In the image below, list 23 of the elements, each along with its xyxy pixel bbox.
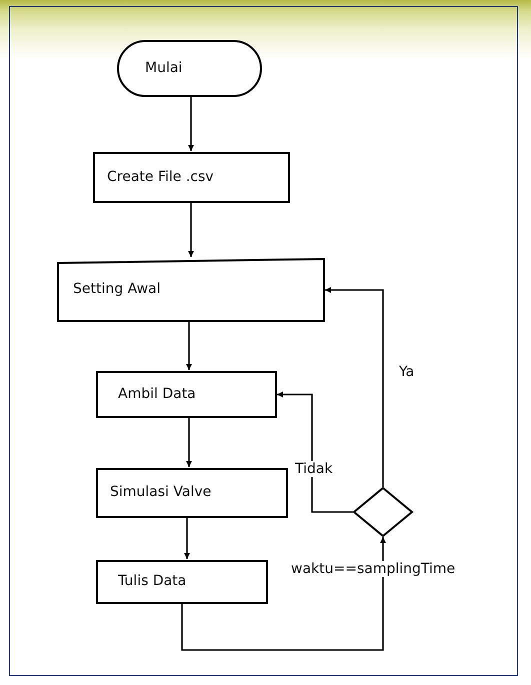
start-terminal: [117, 40, 262, 97]
flow-arrow: [188, 203, 194, 257]
edge-label: Tidak: [294, 461, 334, 477]
flow-arrow: [188, 97, 194, 151]
flow-arrow: [181, 537, 386, 651]
step-label: Tulis Data: [118, 573, 186, 589]
condition-label: waktu==samplingTime: [290, 561, 456, 577]
process-box: [96, 371, 277, 418]
step-label: Create File .csv: [107, 168, 214, 184]
step-label: Ambil Data: [118, 386, 196, 402]
step-label: Simulasi Valve: [110, 484, 212, 500]
process-box: [93, 152, 290, 203]
flow-arrow: [186, 322, 192, 370]
step-label: Mulai: [145, 60, 182, 76]
decision-diamond: [353, 487, 413, 537]
flow-arrow: [325, 287, 384, 487]
flow-arrow: [186, 418, 192, 467]
flow-arrow: [184, 518, 190, 559]
process-box: [96, 560, 268, 604]
flow-arrow: [277, 392, 353, 513]
manual-input-shape: [57, 258, 325, 322]
process-box: [96, 468, 288, 518]
step-label: Setting Awal: [73, 281, 161, 297]
